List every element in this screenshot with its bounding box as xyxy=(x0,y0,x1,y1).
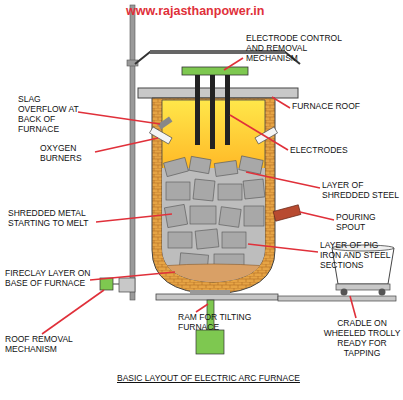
support-pole xyxy=(130,5,135,300)
furnace-roof xyxy=(138,88,298,98)
part-label: SHREDDED METAL STARTING TO MELT xyxy=(8,208,98,228)
tilt-platform xyxy=(156,294,278,300)
scrap-charge xyxy=(160,156,270,290)
part-label: ELECTRODE CONTROL AND REMOVAL MECHANISM xyxy=(246,33,346,63)
diagram-title: BASIC LAYOUT OF ELECTRIC ARC FURNACE xyxy=(117,373,300,383)
part-label: CRADLE ON WHEELED TROLLY READY FOR TAPPI… xyxy=(322,318,402,358)
roof-removal-box xyxy=(100,278,113,290)
part-label: FURNACE ROOF xyxy=(292,101,392,111)
part-label: LAYER OF PIG IRON AND STEEL SECTIONS xyxy=(320,240,402,270)
part-label: FIRECLAY LAYER ON BASE OF FURNACE xyxy=(5,268,91,288)
part-label: LAYER OF SHREDDED STEEL xyxy=(322,180,402,200)
part-label: ROOF REMOVAL MECHANISM xyxy=(5,334,77,354)
watermark: www.rajasthanpower.in xyxy=(126,4,296,18)
part-label: RAM FOR TILTING FURNACE xyxy=(178,312,268,332)
electrode-control xyxy=(182,67,248,75)
part-label: OXYGEN BURNERS xyxy=(40,143,92,163)
part-label: ELECTRODES xyxy=(290,145,390,155)
pouring-spout xyxy=(273,205,301,221)
trolley-rail xyxy=(278,296,396,301)
part-label: POURING SPOUT xyxy=(336,212,386,232)
part-label: SLAG OVERFLOW AT BACK OF FURNACE xyxy=(18,94,88,134)
leader-lines xyxy=(42,58,356,334)
electrodes xyxy=(195,75,230,149)
oxygen-burners xyxy=(149,127,277,144)
fireclay-layer xyxy=(160,264,268,290)
